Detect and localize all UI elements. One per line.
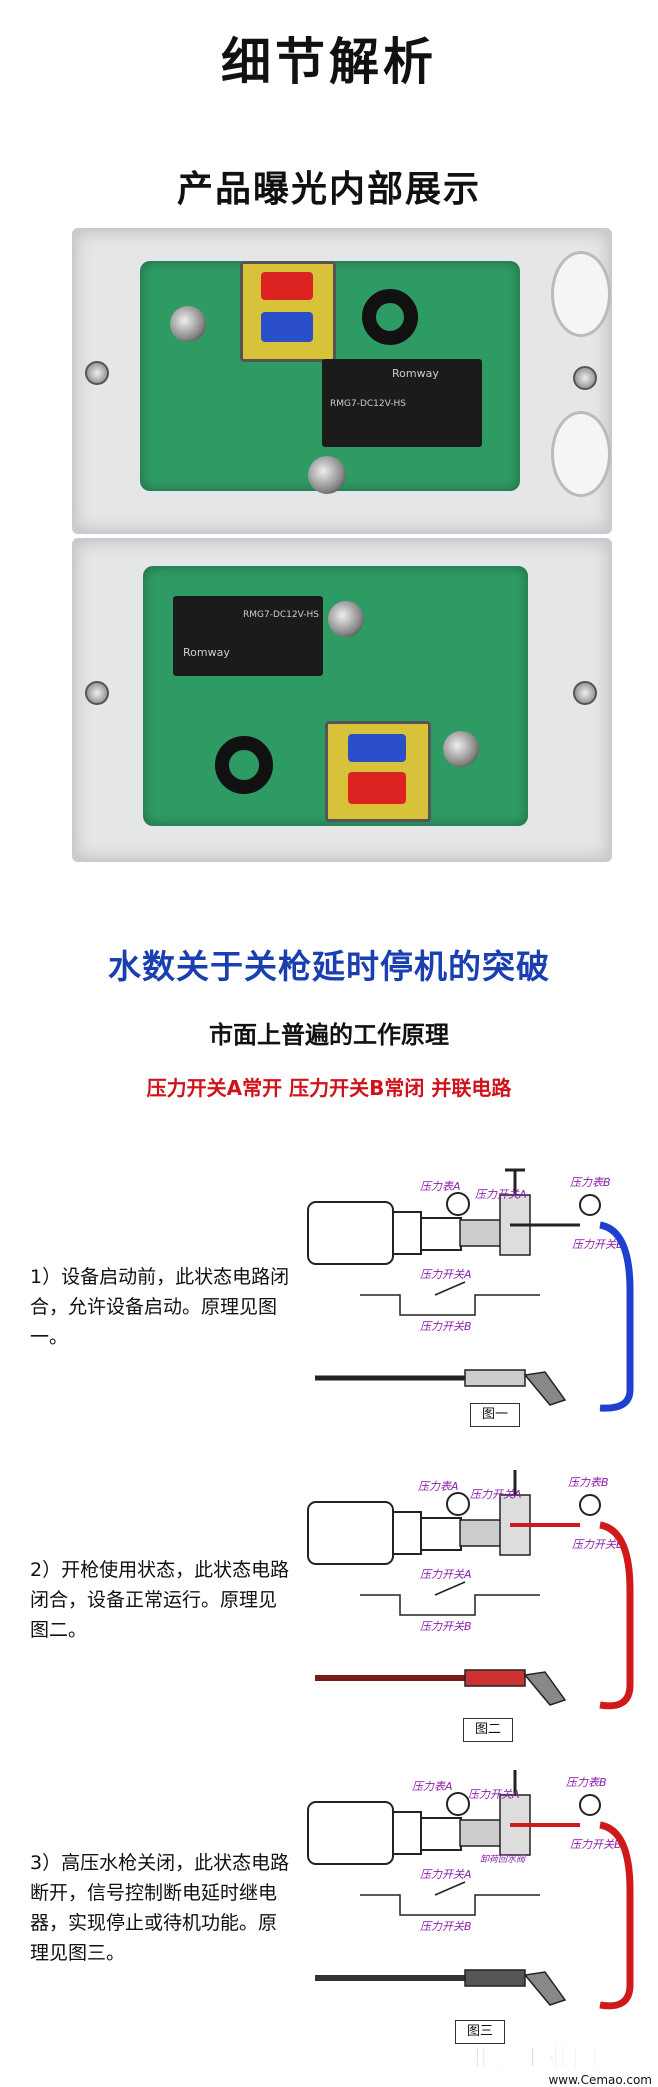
transformer (240, 261, 336, 362)
screw-icon (573, 366, 597, 390)
current-sensor-ring (215, 736, 273, 794)
figure-label-3: 图三 (455, 2020, 505, 2044)
circuit-board: Romway RMG7-DC12V-HS (140, 261, 520, 494)
figure-label-1: 图一 (470, 1403, 520, 1427)
relay-brand: Romway (392, 367, 439, 380)
label-switch-b: 压力开关B (572, 1238, 624, 1251)
screw-icon (85, 681, 109, 705)
watermark-cn: 亚洲工业网 (468, 2044, 599, 2074)
product-photo-top: Romway RMG7-DC12V-HS (72, 228, 612, 534)
label-switch-a: 压力开关A (468, 1788, 520, 1801)
pump-motor (307, 1201, 511, 1265)
gauge-b (579, 1494, 601, 1516)
relay: Romway RMG7-DC12V-HS (322, 359, 482, 447)
circuit-note: 压力开关A常开 压力开关B常闭 并联电路 (146, 1076, 512, 1100)
label-gauge-b: 压力表B (566, 1776, 607, 1789)
label-switch-b: 压力开关B (420, 1920, 472, 1933)
figure-label-2: 图二 (463, 1718, 513, 1742)
label-gauge-b: 压力表B (568, 1476, 609, 1489)
relay-model: RMG7-DC12V-HS (330, 399, 406, 409)
cable-hole (551, 251, 611, 337)
current-sensor-ring (362, 289, 418, 345)
label-gauge-a: 压力表A (412, 1780, 453, 1793)
label-switch-b: 压力开关B (420, 1320, 472, 1333)
label-switch-b: 压力开关B (570, 1838, 622, 1851)
gauge-b (579, 1194, 601, 1216)
page-subtitle: 产品曝光内部展示 (176, 169, 481, 210)
relay-brand: Romway (183, 646, 230, 659)
gauge-a (446, 1192, 470, 1216)
step-2-text: 2）开枪使用状态，此状态电路闭合，设备正常运行。原理见图二。 (30, 1559, 290, 1641)
product-photo-bottom: Romway RMG7-DC12V-HS (72, 538, 612, 862)
pump-motor (307, 1801, 394, 1865)
capacitor (170, 306, 206, 342)
screw-icon (573, 681, 597, 705)
label-switch-a: 压力开关A (475, 1188, 527, 1201)
label-switch-b: 压力开关B (420, 1620, 472, 1633)
relay-model: RMG7-DC12V-HS (243, 610, 319, 620)
gauge-b (579, 1794, 601, 1816)
label-switch-a: 压力开关A (420, 1268, 472, 1281)
label-switch-a: 压力开关A (420, 1568, 472, 1581)
section-subtitle: 市面上普遍的工作原理 (209, 1021, 449, 1049)
label-switch-a: 压力开关A (470, 1488, 522, 1501)
capacitor (328, 601, 364, 637)
spray-gun (464, 1969, 526, 1987)
spray-gun (464, 1669, 526, 1687)
label-gauge-b: 压力表B (570, 1176, 611, 1189)
capacitor (308, 456, 346, 494)
cable-hole (551, 411, 611, 497)
page-title: 细节解析 (221, 33, 437, 91)
section-title: 水数关于关枪延时停机的突破 (108, 947, 550, 986)
capacitor (443, 731, 479, 767)
hose (599, 1521, 634, 1710)
gauge-a (446, 1792, 470, 1816)
relay: Romway RMG7-DC12V-HS (173, 596, 323, 676)
hose (599, 1221, 634, 1412)
gauge-a (446, 1492, 470, 1516)
pump-motor (307, 1501, 394, 1565)
label-switch-b: 压力开关B (572, 1538, 624, 1551)
hose (599, 1821, 634, 2010)
circuit-board: Romway RMG7-DC12V-HS (143, 566, 528, 826)
diagram-2: 压力表A 压力开关A 压力表B 压力开关B 压力开关A 压力开关B (307, 1470, 634, 1710)
circuit-line (360, 1294, 540, 1316)
screw-icon (85, 361, 109, 385)
step-1-text: 1）设备启动前，此状态电路闭合，允许设备启动。原理见图一。 (30, 1266, 290, 1348)
spray-gun (464, 1369, 526, 1387)
site-watermark: 亚洲工业网 www.Cemao.com (468, 2045, 656, 2087)
watermark-url: www.Cemao.com (548, 2073, 652, 2087)
diagram-1: 压力表A 压力开关A 压力表B 压力开关B 压力开关A 压力开关B (307, 1168, 634, 1412)
label-gauge-a: 压力表A (420, 1180, 461, 1193)
label-unload-valve: 卸荷回水阀 (480, 1854, 526, 1865)
step-3-text: 3）高压水枪关闭，此状态电路断开，信号控制断电延时继电器，实现停止或待机功能。原… (30, 1852, 290, 1964)
label-switch-a: 压力开关A (420, 1868, 472, 1881)
diagram-3: 压力表A 压力开关A 压力表B 压力开关B 卸荷回水阀 压力开关A 压力开关B (307, 1770, 634, 2010)
transformer (325, 721, 431, 822)
label-gauge-a: 压力表A (418, 1480, 459, 1493)
